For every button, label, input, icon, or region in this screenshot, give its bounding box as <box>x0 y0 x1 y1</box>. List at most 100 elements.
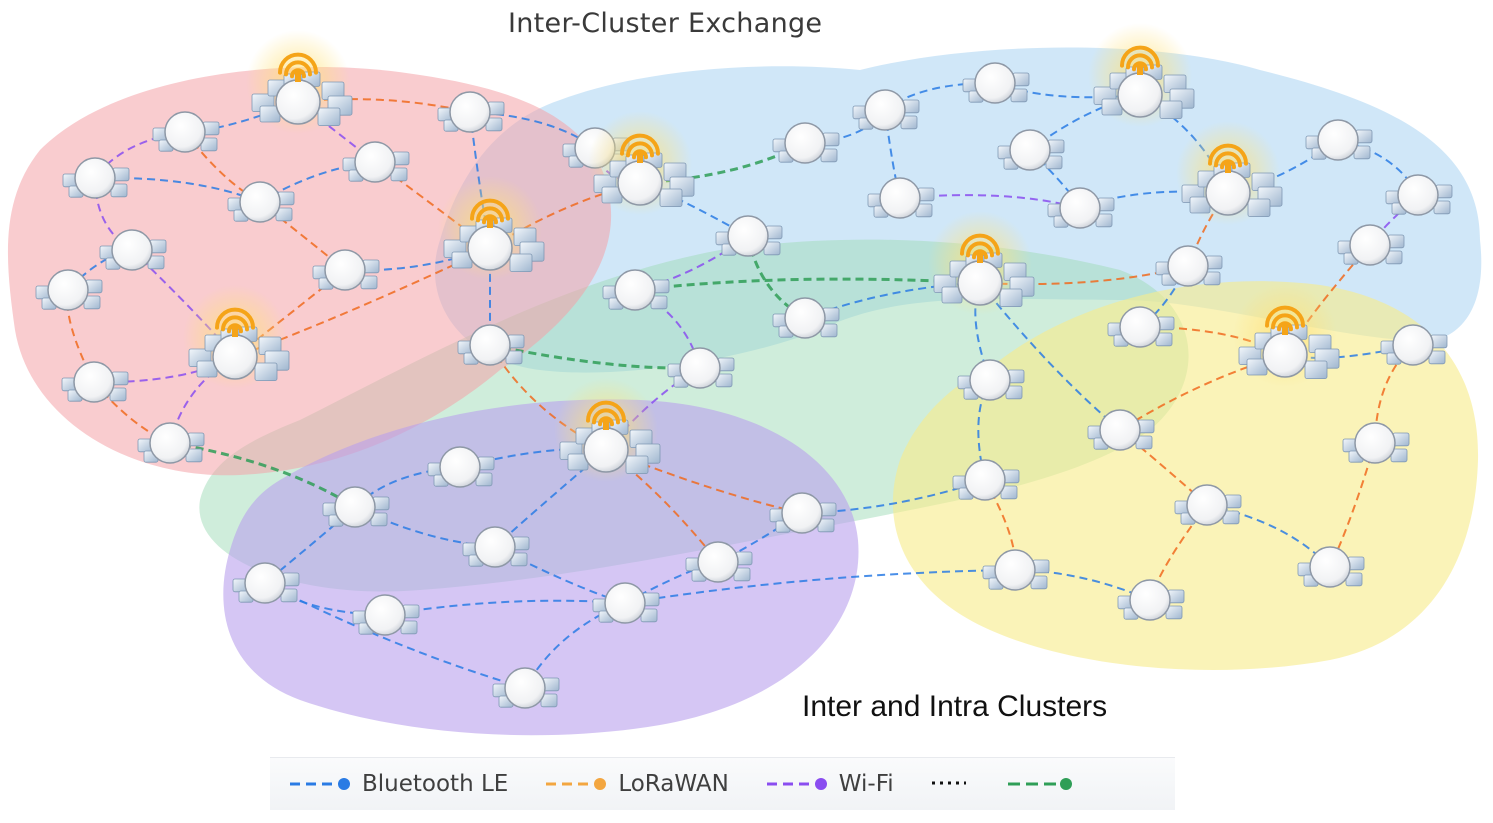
wifi-signal-icon <box>960 233 1000 263</box>
network-nodes <box>35 23 1453 709</box>
signal-mast <box>487 218 493 228</box>
gateway-node <box>1176 121 1283 225</box>
link-ble <box>1337 139 1419 196</box>
node-face <box>697 541 739 583</box>
sensor-node <box>342 141 410 183</box>
sensor-node <box>462 526 530 568</box>
sensor-node <box>602 269 670 311</box>
node-face <box>149 422 191 464</box>
node-face <box>583 427 629 473</box>
signal-arc <box>221 315 249 332</box>
signal-arc <box>592 408 620 425</box>
node-face <box>1099 409 1141 451</box>
sensor-node <box>227 181 295 223</box>
sensor-node <box>1337 224 1405 266</box>
node-face <box>239 181 281 223</box>
node-cube <box>1159 100 1183 120</box>
wifi-signal-icon <box>1208 143 1248 173</box>
sensor-node <box>1117 579 1185 621</box>
node-face <box>74 157 116 199</box>
signal-arc <box>1126 53 1154 70</box>
node-cube <box>254 362 278 382</box>
node-cube <box>1247 198 1271 218</box>
signal-arc <box>1132 61 1148 72</box>
sensor-node <box>952 459 1020 501</box>
node-face <box>474 526 516 568</box>
sensor-node <box>852 89 920 131</box>
sensor-node <box>592 582 660 624</box>
gateway-node <box>1233 283 1340 387</box>
signal-arc <box>1271 313 1299 330</box>
link-green-link <box>169 441 356 509</box>
node-face <box>212 334 258 380</box>
node-face <box>1354 422 1396 464</box>
legend-item-dotted <box>930 775 970 793</box>
sensor-node <box>62 157 130 199</box>
gateway-node <box>183 285 290 389</box>
link-lorawan <box>984 479 1017 571</box>
legend-item-lorawan: LoRaWAN <box>544 771 729 797</box>
sensor-node <box>152 111 220 153</box>
bluetooth-le-line-icon <box>290 778 350 790</box>
sensor-node <box>322 486 390 528</box>
node-face <box>964 459 1006 501</box>
node-face <box>1167 245 1209 287</box>
node-face <box>969 359 1011 401</box>
node-face <box>504 667 546 709</box>
signal-arc <box>1120 45 1160 68</box>
sensor-node <box>137 422 205 464</box>
dotted-line-icon <box>931 781 966 785</box>
node-face <box>1317 119 1359 161</box>
wifi-signal-icon <box>586 400 626 430</box>
node-face <box>1009 129 1051 171</box>
green-line-icon <box>1007 778 1072 790</box>
link-green-link <box>639 141 806 185</box>
wifi-signal-icon <box>620 133 660 163</box>
legend: Bluetooth LE LoRaWAN Wi-Fi <box>270 757 1175 810</box>
signal-arc <box>586 400 626 423</box>
cluster-red <box>7 67 612 476</box>
node-face <box>111 229 153 271</box>
signal-arc <box>966 241 994 258</box>
gateway-node <box>588 111 695 215</box>
signal-arc <box>960 233 1000 256</box>
node-face <box>324 249 366 291</box>
link-lorawan <box>93 381 171 444</box>
sensor-node <box>1087 409 1155 451</box>
diagram-title: Inter-Cluster Exchange <box>508 8 823 39</box>
sensor-node <box>35 269 103 311</box>
sensor-node <box>772 122 840 164</box>
signal-arc <box>1265 305 1305 328</box>
signal-arc <box>482 214 498 225</box>
link-ble <box>977 379 991 481</box>
sensor-node <box>962 62 1030 104</box>
signal-arc <box>290 68 306 79</box>
node-face <box>1059 187 1101 229</box>
signal-mast <box>1225 163 1231 173</box>
node-face <box>73 361 115 403</box>
signal-arc <box>227 323 243 334</box>
lorawan-line-icon <box>546 778 607 790</box>
node-face <box>604 582 646 624</box>
node-face <box>1186 484 1228 526</box>
sensor-node <box>997 129 1065 171</box>
legend-label: Bluetooth LE <box>362 771 509 797</box>
signal-arc <box>620 133 660 156</box>
sensor-node <box>312 249 380 291</box>
signal-arc <box>284 60 312 77</box>
sensor-node <box>772 297 840 339</box>
sensor-node <box>1047 187 1115 229</box>
signal-arc <box>470 198 510 221</box>
node-cube <box>509 253 533 273</box>
node-cube <box>999 288 1023 308</box>
wifi-signal-icon <box>470 198 510 228</box>
signal-mast <box>603 420 609 430</box>
gateway-node <box>554 378 661 482</box>
node-face <box>1129 579 1171 621</box>
node-face <box>784 122 826 164</box>
link-ble <box>801 479 986 514</box>
link-ble <box>94 176 261 203</box>
sensor-node <box>957 359 1025 401</box>
cluster-purple <box>223 399 859 736</box>
